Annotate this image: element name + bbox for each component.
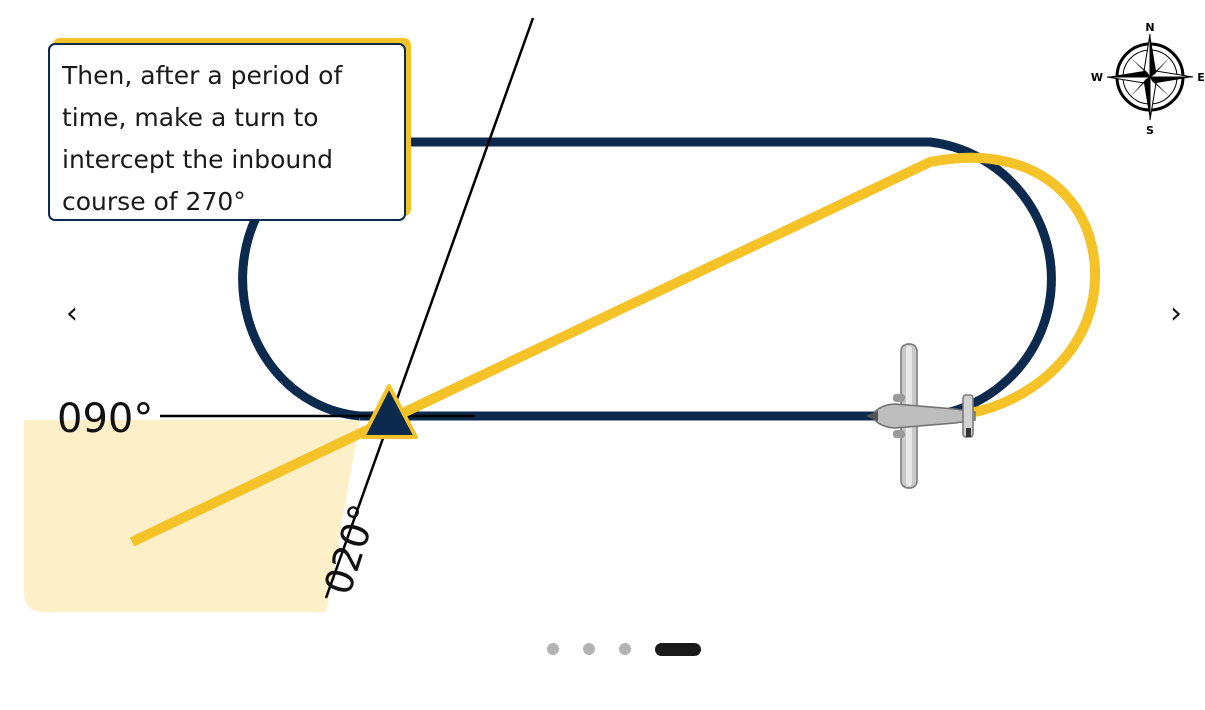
- radial-090-label: 090°: [57, 396, 153, 442]
- compass-rose-icon: N S W E: [1091, 21, 1205, 137]
- vor-station-icon: [361, 384, 418, 439]
- pagination-dot-4-active[interactable]: [655, 642, 701, 656]
- pagination-dot-2[interactable]: [583, 643, 595, 655]
- chevron-left-icon: ‹: [66, 295, 78, 331]
- compass-e-label: E: [1197, 71, 1205, 84]
- chevron-right-icon: ›: [1170, 295, 1182, 331]
- previous-slide-button[interactable]: ‹: [52, 293, 92, 333]
- instruction-callout: Then, after a period of time, make a tur…: [48, 43, 406, 221]
- instruction-text: Then, after a period of time, make a tur…: [62, 61, 343, 216]
- pagination-dot-1[interactable]: [547, 643, 559, 655]
- airplane-icon: [866, 343, 976, 489]
- pagination-dot-3[interactable]: [619, 643, 631, 655]
- next-slide-button[interactable]: ›: [1156, 293, 1196, 333]
- compass-s-label: S: [1146, 124, 1154, 137]
- radial-020-line: [324, 17, 535, 599]
- compass-n-label: N: [1145, 21, 1154, 34]
- compass-w-label: W: [1091, 71, 1103, 84]
- slide-pagination: [547, 642, 701, 656]
- aircraft-flight-path: [129, 152, 1101, 547]
